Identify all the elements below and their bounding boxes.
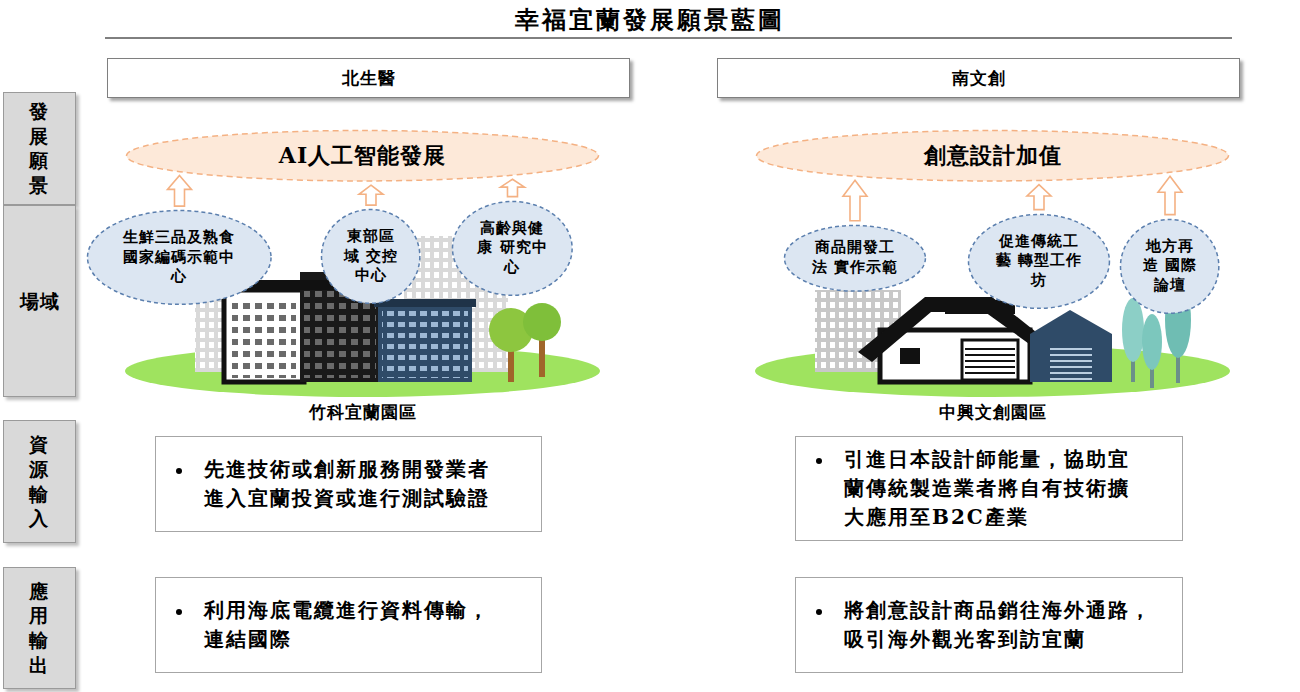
facility-bubble-text: 高齡與健康 研究中心 — [474, 219, 551, 278]
bullet-dot — [816, 609, 822, 615]
row-label: 應用 輸出 — [3, 567, 76, 689]
garage-door-slats — [965, 344, 1015, 378]
blue-building — [378, 305, 472, 382]
facility-bubble-text: 地方再造 國際論壇 — [1139, 237, 1201, 296]
facility-bubble-shape — [453, 201, 573, 295]
column-header-text: 南文創 — [952, 67, 1006, 89]
title-rule — [105, 38, 1232, 39]
vision-ellipse: 創意設計加值 — [755, 129, 1230, 182]
black-building-windows — [232, 298, 296, 378]
facility-bubble-text: 生鮮三品及熟食 國家編碼示範中心 — [119, 228, 241, 287]
blue-house — [1030, 310, 1112, 382]
facility-bubble-shape — [88, 211, 272, 305]
title-holder: 幸福宜蘭發展願景藍圖 — [0, 4, 1300, 36]
facility-bubble: 高齡與健康 研究中心 — [451, 200, 574, 297]
facility-bubble-shape — [969, 214, 1110, 308]
facility-bubble: 東部區域 交控中心 — [320, 208, 421, 305]
park-ground-text: 竹科宜蘭園區 — [309, 401, 417, 423]
facility-bubble-shape — [322, 210, 420, 304]
blue-building-windows — [382, 310, 468, 378]
facility-bubble-text: 東部區域 交控中心 — [340, 227, 402, 286]
tree-crown — [1122, 298, 1144, 362]
park-ground-shape — [755, 345, 1230, 397]
bullet-dot — [176, 609, 182, 615]
vision-ellipse: AI人工智能發展 — [125, 129, 600, 182]
block-arrow — [167, 176, 191, 207]
row-label-text: 資源 輸入 — [20, 432, 60, 531]
text-box: 先進技術或創新服務開發業者 進入宜蘭投資或進行測試驗證 — [155, 436, 542, 532]
block-arrow — [500, 179, 524, 196]
facility-bubble-text: 促進傳統工藝 轉型工作坊 — [993, 232, 1085, 291]
text-box-text: 將創意設計商品銷往海外通路， 吸引海外觀光客到訪宜蘭 — [844, 596, 1154, 654]
text-box: 利用海底電纜進行資料傳輸， 連結國際 — [155, 577, 542, 673]
facility-bubble: 生鮮三品及熟食 國家編碼示範中心 — [86, 209, 273, 306]
tree-crown — [1142, 314, 1162, 370]
facility-bubble-shape — [785, 225, 926, 291]
text-box: 將創意設計商品銷往海外通路， 吸引海外觀光客到訪宜蘭 — [795, 577, 1183, 673]
text-box: 引進日本設計師能量，協助宜 蘭傳統製造業者將自有技術擴 大應用至B2C產業 — [795, 436, 1183, 541]
park-ground-text: 中興文創園區 — [939, 401, 1047, 423]
house-window — [900, 348, 920, 364]
row-label-text: 應用 輸出 — [20, 579, 60, 678]
text-box-text: 引進日本設計師能量，協助宜 蘭傳統製造業者將自有技術擴 大應用至B2C產業 — [844, 445, 1154, 532]
row-label: 場域 — [3, 205, 76, 397]
house-body — [880, 330, 1030, 382]
tree-crown — [523, 303, 561, 341]
vision-ellipse-shape — [757, 130, 1229, 180]
row-label-text: 場域 — [20, 289, 60, 314]
column-header: 南文創 — [717, 58, 1240, 98]
block-arrow — [843, 180, 867, 220]
vision-ellipse-text: 創意設計加值 — [924, 141, 1062, 170]
text-box-text: 利用海底電纜進行資料傳輸， 連結國際 — [204, 596, 514, 654]
row-label-text: 發展 願景 — [20, 99, 60, 198]
blue-house-door — [1050, 345, 1092, 380]
facility-bubble-shape — [1121, 219, 1219, 313]
black-building — [224, 290, 304, 382]
block-arrow — [1158, 176, 1182, 214]
bullet-dot — [816, 458, 822, 464]
diagram-title: 幸福宜蘭發展願景藍圖 — [515, 4, 785, 36]
facility-bubble: 地方再造 國際論壇 — [1119, 218, 1220, 315]
facility-bubble: 商品開發工法 實作示範 — [783, 224, 927, 293]
garage-door — [962, 340, 1018, 380]
row-label: 發展 願景 — [3, 92, 76, 205]
row-label: 資源 輸入 — [3, 420, 76, 543]
block-arrow — [1027, 185, 1051, 210]
text-box-text: 先進技術或創新服務開發業者 進入宜蘭投資或進行測試驗證 — [204, 455, 514, 513]
column-header: 北生醫 — [107, 58, 630, 98]
block-arrow — [359, 185, 383, 205]
facility-bubble-text: 商品開發工法 實作示範 — [809, 238, 901, 277]
column-header-text: 北生醫 — [342, 67, 396, 89]
vision-ellipse-shape — [127, 130, 599, 180]
park-ground-shape — [125, 345, 600, 397]
facility-bubble: 促進傳統工藝 轉型工作坊 — [967, 213, 1111, 310]
bullet-dot — [176, 468, 182, 474]
vision-ellipse-text: AI人工智能發展 — [279, 141, 446, 170]
